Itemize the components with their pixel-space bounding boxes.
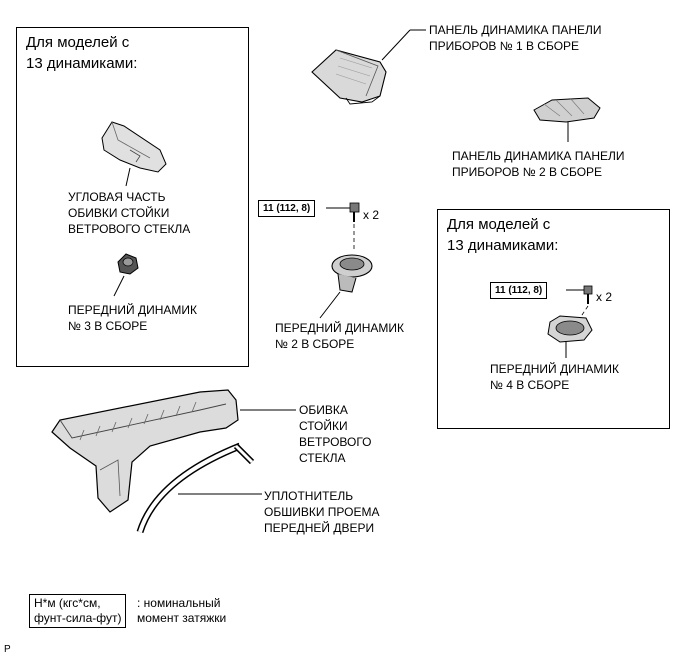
speaker-3-drawing [113,253,139,297]
pillar-corner-label-line2: ОБИВКИ СТОЙКИ [68,206,170,220]
pillar-label-line4: СТЕКЛА [299,451,346,465]
legend-description-line2: момент затяжки [137,611,227,625]
speaker-panel-1-label: ПАНЕЛЬ ДИНАМИКА ПАНЕЛИ ПРИБОРОВ № 1 В СБ… [429,22,602,54]
models-13-speakers-right-box [437,209,670,429]
seal-label-line2: ОБШИВКИ ПРОЕМА [264,505,380,519]
pillar-label-line2: СТОЙКИ [299,419,348,433]
seal-label-line3: ПЕРЕДНЕЙ ДВЕРИ [264,521,375,535]
windshield-pillar-garnish-drawing [51,389,296,513]
speaker-4-label-line2: № 4 В СБОРЕ [490,378,570,392]
speaker-panel-1-label-line1: ПАНЕЛЬ ДИНАМИКА ПАНЕЛИ [429,23,602,37]
speaker-2-drawing [319,254,373,319]
right-box-title: Для моделей с 13 динамиками: [447,214,558,256]
torque-spec-speaker-4: 11 (112, 8) [490,282,548,299]
legend-box-line1: Н*м (кгс*см, [34,596,101,610]
pillar-corner-label: УГЛОВАЯ ЧАСТЬ ОБИВКИ СТОЙКИ ВЕТРОВОГО СТ… [68,189,190,237]
speaker-panel-2-label: ПАНЕЛЬ ДИНАМИКА ПАНЕЛИ ПРИБОРОВ № 2 В СБ… [452,148,625,180]
right-box-title-line2: 13 динамиками: [447,237,559,254]
bolt-2-drawing [326,202,360,252]
speaker-2-label: ПЕРЕДНИЙ ДИНАМИК № 2 В СБОРЕ [275,320,404,352]
torque-spec-speaker-2: 11 (112, 8) [258,200,316,217]
models-13-speakers-left-box [16,27,249,367]
left-box-title-line2: 13 динамиками: [26,55,138,72]
speaker-2-label-line2: № 2 В СБОРЕ [275,337,355,351]
legend-description-line1: : номинальный [137,596,221,610]
door-opening-weatherstrip-drawing [136,442,262,534]
speaker-4-label: ПЕРЕДНИЙ ДИНАМИК № 4 В СБОРЕ [490,361,619,393]
left-box-title-line1: Для моделей с [26,34,130,51]
windshield-pillar-garnish-label: ОБИВКА СТОЙКИ ВЕТРОВОГО СТЕКЛА [299,402,372,466]
speaker-3-label-line1: ПЕРЕДНИЙ ДИНАМИК [68,303,198,317]
speaker-panel-2-label-line1: ПАНЕЛЬ ДИНАМИКА ПАНЕЛИ [452,149,625,163]
left-box-title: Для моделей с 13 динамиками: [26,32,137,74]
pillar-corner-label-line3: ВЕТРОВОГО СТЕКЛА [68,222,191,236]
torque-legend-description: : номинальный момент затяжки [137,596,226,626]
speaker-3-label: ПЕРЕДНИЙ ДИНАМИК № 3 В СБОРЕ [68,302,197,334]
speaker-panel-1-drawing [311,49,387,105]
pillar-corner-drawing [101,121,167,187]
pillar-label-line1: ОБИВКА [299,403,348,417]
speaker-panel-2-drawing [533,97,601,142]
bolt-4-drawing [566,285,593,319]
door-opening-weatherstrip-label: УПЛОТНИТЕЛЬ ОБШИВКИ ПРОЕМА ПЕРЕДНЕЙ ДВЕР… [264,488,380,536]
torque-legend-box: Н*м (кгс*см, фунт-сила-фут) [29,594,127,628]
corner-mark: P [4,644,11,655]
speaker-panel-2-label-line2: ПРИБОРОВ № 2 В СБОРЕ [452,165,603,179]
speaker-4-label-line1: ПЕРЕДНИЙ ДИНАМИК [490,362,620,376]
pillar-corner-label-line1: УГЛОВАЯ ЧАСТЬ [68,190,166,204]
speaker-2-label-line1: ПЕРЕДНИЙ ДИНАМИК [275,321,405,335]
pillar-label-line3: ВЕТРОВОГО [299,435,372,449]
speaker-3-label-line2: № 3 В СБОРЕ [68,319,148,333]
speaker-panel-1-label-line2: ПРИБОРОВ № 1 В СБОРЕ [429,39,580,53]
bolt-quantity-speaker-4: x 2 [596,290,613,304]
bolt-quantity-speaker-2: x 2 [363,208,380,222]
legend-box-line2: фунт-сила-фут) [34,611,122,625]
seal-label-line1: УПЛОТНИТЕЛЬ [264,489,354,503]
right-box-title-line1: Для моделей с [447,216,551,233]
speaker-4-drawing [547,315,593,358]
